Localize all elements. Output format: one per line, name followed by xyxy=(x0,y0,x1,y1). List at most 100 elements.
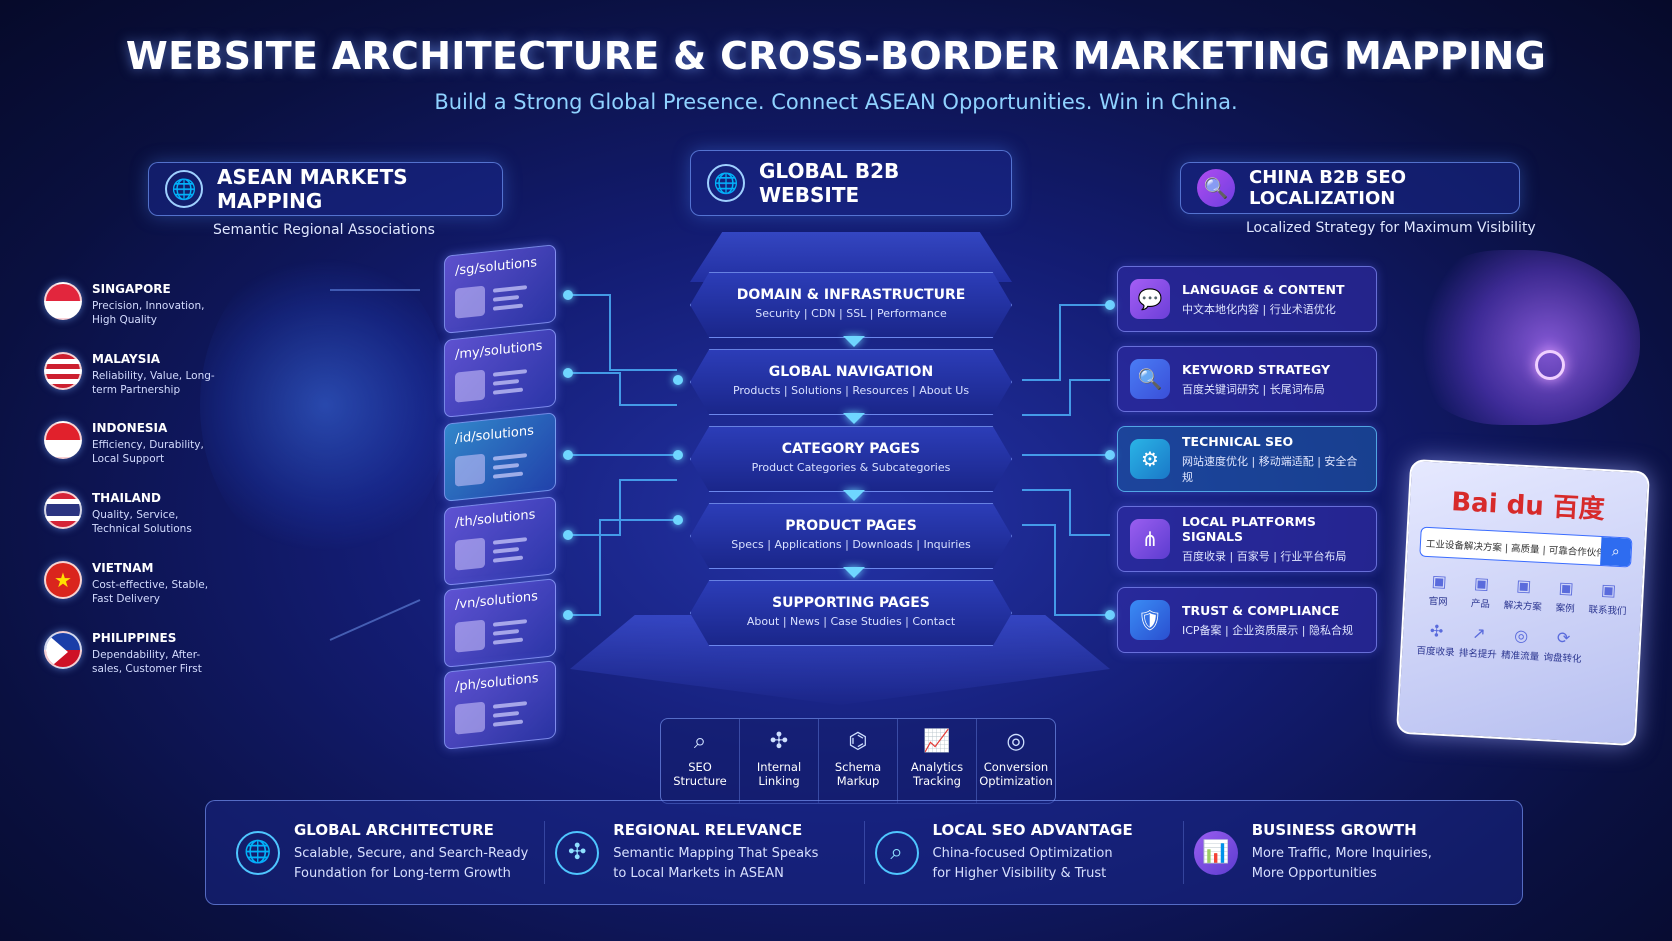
card-title: TRUST & COMPLIANCE xyxy=(1182,602,1340,618)
layer-category[interactable]: CATEGORY PAGES Product Categories & Subca… xyxy=(690,426,1012,492)
baidu-shortcut[interactable]: ▣联系我们 xyxy=(1586,579,1630,617)
down-arrow-icon xyxy=(843,490,865,501)
down-arrow-icon xyxy=(843,567,865,578)
connector-dot xyxy=(1105,610,1115,620)
connector-dot xyxy=(1105,300,1115,310)
china-header: 🔍 CHINA B2B SEO LOCALIZATION xyxy=(1180,162,1520,214)
tool-analytics[interactable]: 📈Analytics Tracking xyxy=(898,719,977,803)
layer-sub: Product Categories & Subcategories xyxy=(751,461,951,474)
baidu-shortcut[interactable]: ▣产品 xyxy=(1459,573,1503,611)
page-title: WEBSITE ARCHITECTURE & CROSS-BORDER MARK… xyxy=(125,34,1547,78)
cube-icon xyxy=(455,285,485,319)
schema-icon: ⌬ xyxy=(848,729,868,754)
ranking-icon: ↗ xyxy=(1471,623,1487,644)
country-name: THAILAND xyxy=(92,491,161,505)
baidu-search-button[interactable]: ⌕ xyxy=(1600,537,1632,567)
box-icon: ▣ xyxy=(1473,573,1490,594)
baidu-search-input[interactable]: 工业设备解决方案 | 高质量 | 可靠合作伙伴 xyxy=(1425,538,1602,560)
thailand-flag-icon xyxy=(44,491,82,529)
card-sub: ICP备案 | 企业资质展示 | 隐私合规 xyxy=(1182,623,1353,637)
baidu-shortcut[interactable]: ✣百度收录 xyxy=(1414,620,1458,658)
layer-title: SUPPORTING PAGES xyxy=(772,595,930,611)
tool-label: Schema Markup xyxy=(834,760,882,788)
cube-icon xyxy=(455,453,485,487)
connector-dot xyxy=(563,368,573,378)
country-desc: Cost-effective, Stable, Fast Delivery xyxy=(92,579,209,605)
layer-sub: Security | CDN | SSL | Performance xyxy=(755,307,947,320)
gear-icon: ⚙ xyxy=(1130,439,1170,479)
cube-icon xyxy=(455,369,485,403)
baidu-shortcut[interactable]: ◎精准流量 xyxy=(1499,625,1543,663)
url-card-my[interactable]: /my/solutions xyxy=(444,328,556,418)
benefit-title: REGIONAL RELEVANCE xyxy=(613,821,803,839)
benefit-title: LOCAL SEO ADVANTAGE xyxy=(932,821,1133,839)
benefit-sub: Scalable, Secure, and Search-Ready Found… xyxy=(294,846,529,881)
search-icon: 🔍 xyxy=(1130,359,1170,399)
layer-domain[interactable]: DOMAIN & INFRASTRUCTURE Security | CDN | … xyxy=(690,272,1012,338)
connector-dot xyxy=(673,375,683,385)
cube-icon xyxy=(455,537,485,571)
page-icon: ▣ xyxy=(1431,571,1448,591)
country-name: SINGAPORE xyxy=(92,282,171,296)
magnifier-icon: ⌕ xyxy=(693,729,707,754)
traffic-icon: ◎ xyxy=(1513,625,1529,646)
singapore-flag-icon xyxy=(44,282,82,320)
index-icon: ✣ xyxy=(1429,621,1444,641)
country-name: INDONESIA xyxy=(92,421,168,435)
connector-dot xyxy=(563,610,573,620)
url-card-th[interactable]: /th/solutions xyxy=(444,496,556,586)
layer-title: DOMAIN & INFRASTRUCTURE xyxy=(736,287,966,303)
chat-icon: 💬 xyxy=(1130,279,1170,319)
card-sub: 百度收录 | 百家号 | 行业平台布局 xyxy=(1182,550,1347,563)
baidu-search-bar[interactable]: 工业设备解决方案 | 高质量 | 可靠合作伙伴 ⌕ xyxy=(1419,526,1633,568)
analytics-icon: 📈 xyxy=(923,729,951,754)
connector-dot xyxy=(673,515,683,525)
url-label: /ph/solutions xyxy=(455,670,539,695)
country-name: VIETNAM xyxy=(92,561,154,575)
baidu-shortcut[interactable]: ⟳询盘转化 xyxy=(1541,627,1585,665)
tool-label: Conversion Optimization xyxy=(979,760,1053,788)
url-card-id[interactable]: /id/solutions xyxy=(444,412,556,502)
url-label: /vn/solutions xyxy=(455,589,538,613)
benefit-sub: Semantic Mapping That Speaks to Local Ma… xyxy=(613,846,819,881)
contact-icon: ▣ xyxy=(1600,580,1617,600)
target-icon: ◎ xyxy=(1006,729,1026,754)
url-card-vn[interactable]: /vn/solutions xyxy=(444,578,556,668)
baidu-shortcut[interactable]: ▣官网 xyxy=(1417,570,1461,608)
card-title: TECHNICAL SEO xyxy=(1182,433,1294,449)
country-name: MALAYSIA xyxy=(92,352,161,366)
layer-title: CATEGORY PAGES xyxy=(781,441,921,457)
tool-conversion[interactable]: ◎ Conversion Optimization xyxy=(977,719,1055,803)
baidu-shortcut[interactable]: ▣案例 xyxy=(1544,577,1588,615)
card-sub: 中文本地化内容 | 行业术语优化 xyxy=(1182,302,1336,316)
url-card-sg[interactable]: /sg/solutions xyxy=(444,244,556,334)
baidu-search-panel: Bai du 百度 工业设备解决方案 | 高质量 | 可靠合作伙伴 ⌕ ▣官网 … xyxy=(1395,458,1651,747)
tool-internal-linking[interactable]: ✣Internal Linking xyxy=(740,719,819,803)
tool-schema-markup[interactable]: ⌬ Schema Markup xyxy=(819,719,898,803)
baidu-shortcut[interactable]: ↗排名提升 xyxy=(1456,623,1500,661)
layer-sub: Specs | Applications | Downloads | Inqui… xyxy=(731,538,971,551)
down-arrow-icon xyxy=(843,413,865,424)
asean-header: 🌐 ASEAN MARKETS MAPPING xyxy=(148,162,503,216)
tool-seo-structure[interactable]: ⌕ SEO Structure xyxy=(661,719,740,803)
url-card-ph[interactable]: /ph/solutions xyxy=(444,660,556,750)
baidu-shortcut[interactable]: ▣解决方案 xyxy=(1501,575,1545,613)
tool-label: SEO Structure xyxy=(673,760,727,788)
url-label: /id/solutions xyxy=(455,423,534,447)
